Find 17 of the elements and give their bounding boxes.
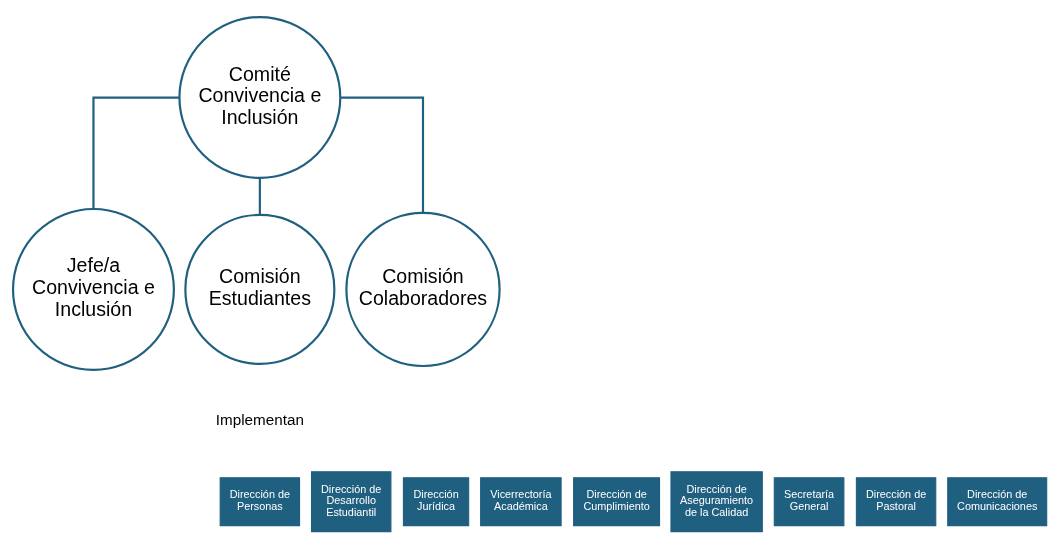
node-circle: Comisión Colaboradores — [345, 211, 501, 368]
node-circle: Comisión Estudiantes — [184, 213, 336, 365]
node-box: Dirección de Aseguramiento de la Calidad — [670, 471, 763, 533]
node-box: Dirección Jurídica — [402, 477, 470, 527]
connector — [258, 177, 261, 215]
node-box: Dirección de Desarrollo Estudiantil — [310, 471, 392, 533]
connector — [92, 96, 180, 210]
node-box: Vicerrectoría Académica — [480, 477, 562, 527]
node-box: Secretaría General — [773, 477, 845, 527]
node-circle: Jefe/a Convivencia e Inclusión — [11, 207, 175, 371]
node-box: Dirección de Cumplimiento — [573, 477, 661, 527]
node-box: Dirección de Comunicaciones — [947, 477, 1048, 527]
connector — [340, 96, 425, 213]
node-box: Dirección de Personas — [219, 477, 301, 527]
node-circle: Comité Convivencia e Inclusión — [178, 16, 342, 180]
node-box: Dirección de Pastoral — [855, 477, 937, 527]
label: Implementan — [215, 410, 304, 428]
